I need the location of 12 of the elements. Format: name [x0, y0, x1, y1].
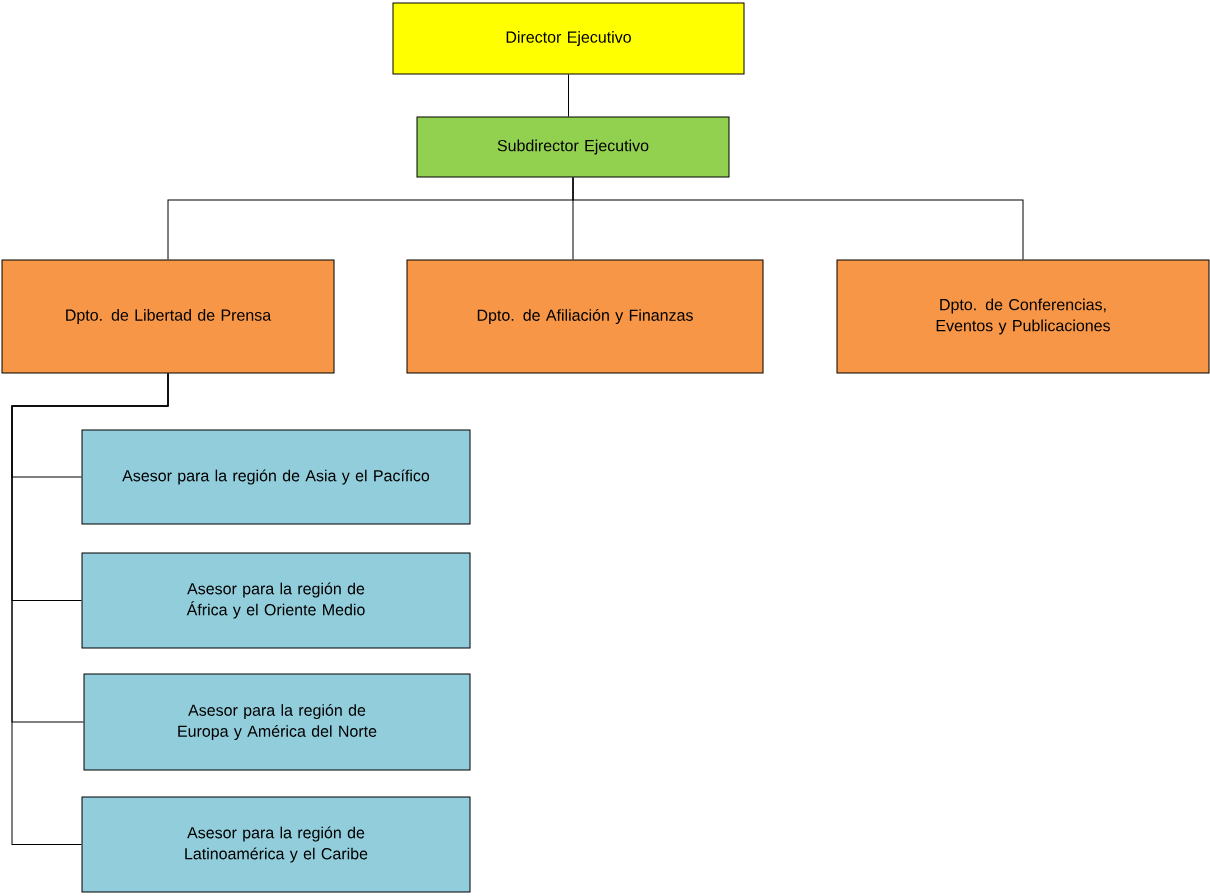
department-box: Dpto. de Conferencias, Eventos y Publicaciones: [836, 259, 1210, 374]
connector-line: [11, 373, 169, 845]
connector-line: [572, 177, 1024, 260]
subdirector-box: Subdirector Ejecutivo: [416, 116, 730, 178]
advisor-box: Asesor para la región de Asia y el Pacífico: [81, 429, 471, 525]
advisor-box: Asesor para la región de Europa y América del Norte: [83, 673, 471, 771]
department-box: Dpto. de Afiliación y Finanzas: [406, 259, 764, 374]
department-box: Dpto. de Libertad de Prensa: [1, 259, 335, 374]
advisor-box: Asesor para la región de Latinoamérica y el Caribe: [81, 796, 471, 893]
connector-line: [568, 74, 569, 117]
advisor-box: Asesor para la región de África y el Oriente Medio: [81, 552, 471, 649]
director-box: Director Ejecutivo: [392, 2, 745, 75]
